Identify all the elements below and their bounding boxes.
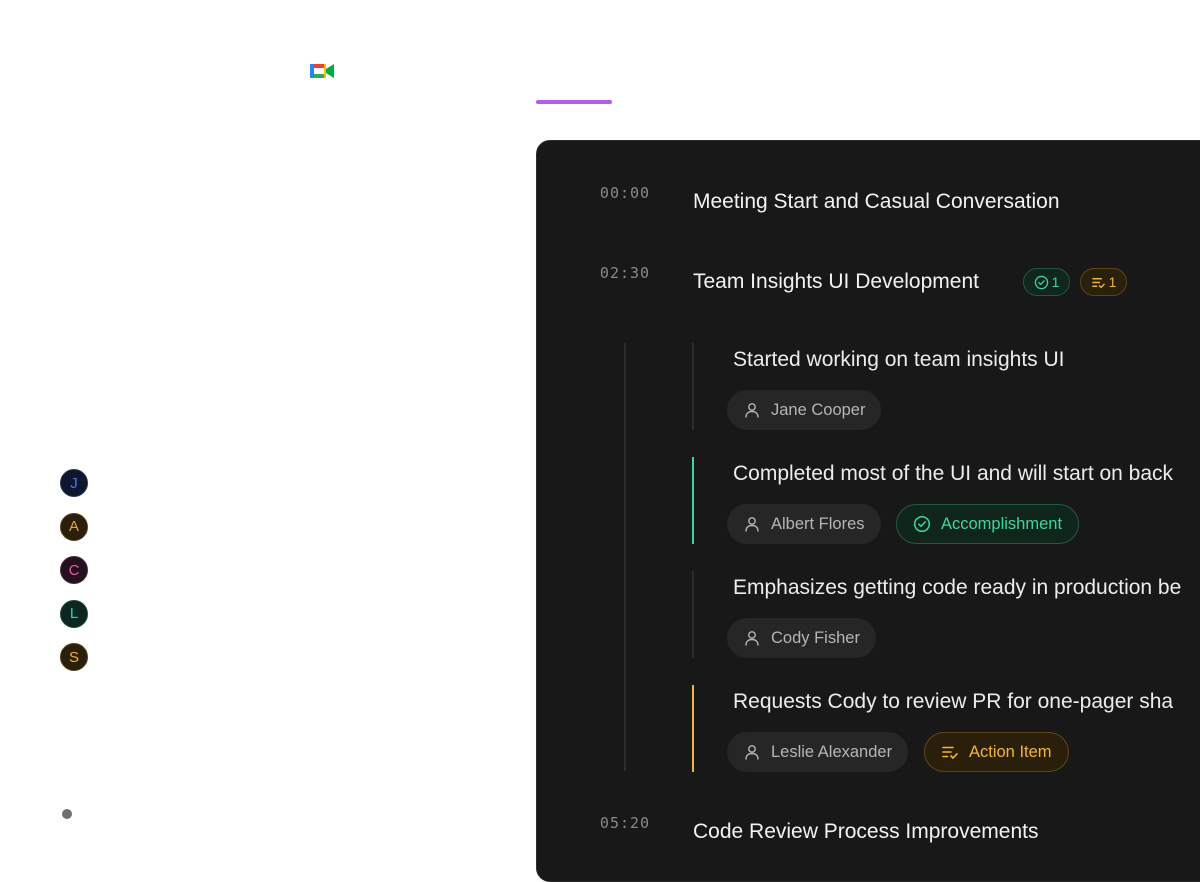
speaker-chip[interactable]: Albert Flores xyxy=(727,504,881,544)
timeline-line xyxy=(624,343,626,771)
speaker-chip[interactable]: Leslie Alexander xyxy=(727,732,909,772)
action-item-count-badge[interactable]: 1 xyxy=(1080,268,1127,296)
status-dot xyxy=(62,809,72,819)
tag-label: Action Item xyxy=(969,742,1052,761)
tag-label: Accomplishment xyxy=(941,514,1063,533)
speaker-name: Cody Fisher xyxy=(771,628,860,647)
section-timestamp[interactable]: 05:20 xyxy=(599,814,651,832)
avatar[interactable]: A xyxy=(60,512,88,541)
section-title[interactable]: Meeting Start and Casual Conversation xyxy=(693,190,1060,213)
speaker-chip[interactable]: Jane Cooper xyxy=(727,390,882,430)
checklist-icon xyxy=(942,746,958,759)
item-text[interactable]: Completed most of the UI and will start … xyxy=(733,462,1174,485)
item-indicator-bar xyxy=(692,571,694,658)
user-icon xyxy=(745,745,759,760)
user-icon xyxy=(745,403,759,418)
participant-avatars: J A C L S xyxy=(60,469,88,687)
avatar[interactable]: C xyxy=(60,556,88,584)
item-indicator-bar xyxy=(692,343,694,430)
accomplishment-tag[interactable]: Accomplishment xyxy=(896,504,1080,544)
section-title[interactable]: Code Review Process Improvements xyxy=(693,820,1039,843)
speaker-chip[interactable]: Cody Fisher xyxy=(727,618,876,658)
check-circle-icon xyxy=(1034,275,1048,289)
check-circle-icon xyxy=(913,515,931,533)
item-text[interactable]: Requests Cody to review PR for one-pager… xyxy=(733,690,1174,713)
accomplishment-count-badge[interactable]: 1 xyxy=(1023,268,1070,296)
item-indicator-bar xyxy=(692,457,694,544)
action-item-count: 1 xyxy=(1108,274,1117,290)
user-icon xyxy=(745,517,759,532)
checklist-icon xyxy=(1091,277,1105,288)
item-text[interactable]: Started working on team insights UI xyxy=(733,348,1065,371)
avatar[interactable]: J xyxy=(60,469,88,497)
speaker-name: Albert Flores xyxy=(771,514,865,533)
user-icon xyxy=(745,631,759,646)
google-meet-logo-icon xyxy=(310,64,334,78)
speaker-name: Leslie Alexander xyxy=(771,742,893,761)
accomplishment-count: 1 xyxy=(1051,274,1060,290)
item-text[interactable]: Emphasizes getting code ready in product… xyxy=(733,576,1182,599)
avatar[interactable]: L xyxy=(60,599,88,628)
action-item-tag[interactable]: Action Item xyxy=(924,732,1069,772)
active-tab-indicator xyxy=(536,100,612,104)
avatar[interactable]: S xyxy=(60,643,88,671)
section-timestamp[interactable]: 02:30 xyxy=(599,264,651,282)
timeline-panel: 00:00 Meeting Start and Casual Conversat… xyxy=(536,140,1200,882)
section-title[interactable]: Team Insights UI Development xyxy=(693,270,979,293)
speaker-name: Jane Cooper xyxy=(771,400,866,419)
section-timestamp[interactable]: 00:00 xyxy=(599,184,651,202)
item-indicator-bar xyxy=(692,685,694,772)
